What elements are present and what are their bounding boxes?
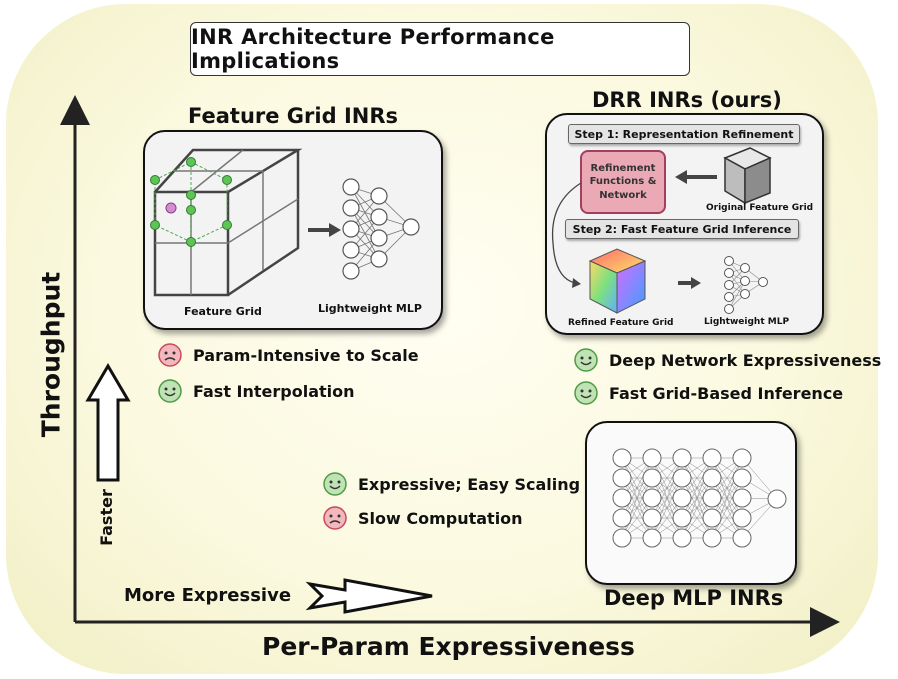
happy-face-icon <box>574 381 598 405</box>
network-node <box>612 488 632 508</box>
network-node <box>732 508 752 528</box>
drr-title: DRR INRs (ours) <box>592 88 782 112</box>
network-edge <box>681 457 713 519</box>
network-edge <box>651 457 683 519</box>
happy-face-icon <box>323 472 347 496</box>
deep-mlp-bullet-1: Expressive; Easy Scaling <box>322 471 580 497</box>
feature-grid-bullet-2: Fast Interpolation <box>157 378 355 404</box>
network-edge <box>711 477 743 539</box>
network-node <box>702 488 722 508</box>
network-edge <box>621 457 653 519</box>
bullet-text: Deep Network Expressiveness <box>609 350 882 370</box>
network-edge <box>651 477 683 539</box>
bullet-text: Param-Intensive to Scale <box>193 345 419 365</box>
step2-box: Step 2: Fast Feature Grid Inference <box>565 219 799 239</box>
sad-face-icon <box>158 343 182 367</box>
feature-grid-cube-icon <box>150 148 420 297</box>
step1-box: Step 1: Representation Refinement <box>568 124 800 144</box>
feature-grid-label: Feature Grid <box>184 305 262 318</box>
network-node <box>732 488 752 508</box>
happy-face-icon <box>158 379 182 403</box>
network-node <box>672 508 692 528</box>
network-node <box>767 489 787 509</box>
network-node <box>732 468 752 488</box>
network-node <box>642 448 662 468</box>
network-node <box>672 448 692 468</box>
deep-mlp-network-icon <box>612 448 787 548</box>
deep-mlp-bullet-2: Slow Computation <box>322 505 523 531</box>
more-expressive-arrow <box>305 578 433 614</box>
network-node <box>672 528 692 548</box>
bullet-text: Fast Interpolation <box>193 381 355 401</box>
deep-mlp-title: Deep MLP INRs <box>604 586 784 610</box>
bullet-text: Expressive; Easy Scaling <box>358 474 581 494</box>
network-node <box>672 468 692 488</box>
network-edge <box>621 477 653 539</box>
network-node <box>612 508 632 528</box>
network-node <box>702 448 722 468</box>
network-node <box>702 468 722 488</box>
network-edge <box>681 477 713 539</box>
feature-grid-bullet-1: Param-Intensive to Scale <box>157 342 419 368</box>
drr-graphics <box>551 147 772 314</box>
network-node <box>642 468 662 488</box>
x-hint-label: More Expressive <box>124 585 292 606</box>
y-axis-label: Throughput <box>36 271 66 438</box>
network-node <box>732 528 752 548</box>
lightweight-mlp-label: Lightweight MLP <box>318 302 422 315</box>
network-node <box>702 528 722 548</box>
original-grid-label: Original Feature Grid <box>706 203 814 213</box>
refinement-box: Refinement Functions & Network <box>580 150 666 214</box>
network-node <box>732 448 752 468</box>
network-node <box>642 528 662 548</box>
network-node <box>612 528 632 548</box>
network-edge <box>711 457 743 519</box>
network-node <box>612 448 632 468</box>
network-node <box>612 468 632 488</box>
bullet-text: Slow Computation <box>358 508 523 528</box>
happy-face-icon <box>574 348 598 372</box>
bullet-text: Fast Grid-Based Inference <box>609 383 844 403</box>
x-axis-label: Per-Param Expressiveness <box>262 632 635 661</box>
network-node <box>642 488 662 508</box>
diagram-title: INR Architecture Performance Implication… <box>190 22 690 76</box>
network-node <box>672 488 692 508</box>
sad-face-icon <box>323 506 347 530</box>
network-node <box>642 508 662 528</box>
feature-grid-title: Feature Grid INRs <box>188 104 398 128</box>
drr-bullet-1: Deep Network Expressiveness <box>573 347 881 373</box>
refined-grid-label: Refined Feature Grid <box>568 318 674 328</box>
drr-bullet-2: Fast Grid-Based Inference <box>573 380 843 406</box>
drr-mlp-label: Lightweight MLP <box>704 317 790 327</box>
faster-arrow <box>85 363 131 482</box>
y-hint-label: Faster <box>96 489 116 546</box>
network-node <box>702 508 722 528</box>
